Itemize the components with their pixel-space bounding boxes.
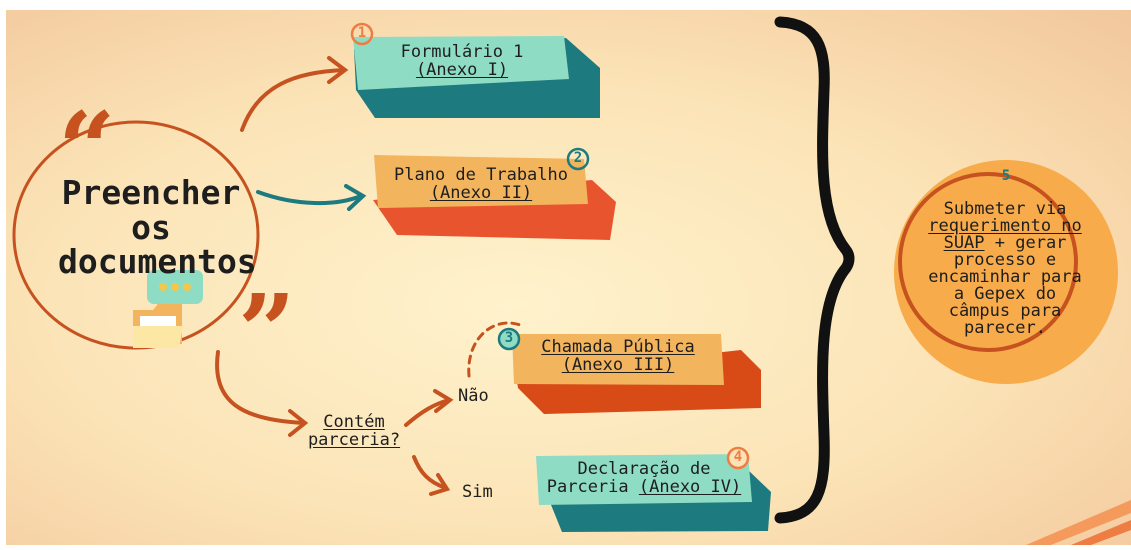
step3-label-line-2: (Anexo III): [561, 354, 675, 375]
main-title-line-1: Preencher: [61, 173, 241, 212]
arrow-to-step1: [240, 68, 346, 132]
step1-label-line-2: (Anexo I): [415, 59, 509, 80]
step1-label: Formulário 1 (Anexo I): [358, 42, 566, 80]
step1-box: [353, 36, 600, 118]
answer-no: Não: [458, 386, 489, 406]
arrow-to-step2: [256, 190, 363, 206]
step4-label: Declaração de Parceria (Anexo IV): [537, 459, 751, 497]
step3-label-line-1: Chamada Pública: [541, 337, 695, 357]
step5-line-3-suffix: + gerar: [984, 233, 1067, 253]
quote-open-mark: “: [58, 90, 116, 208]
step4-label-line-2-link: (Anexo IV): [638, 476, 742, 497]
step3-number: 3: [504, 330, 514, 346]
step5-text: Submeter via requerimento no SUAP + gera…: [920, 201, 1090, 337]
corner-stripes: [1026, 500, 1131, 545]
step3-box: [512, 334, 761, 414]
answer-yes: Sim: [462, 482, 493, 502]
folder-rating-icon: [133, 270, 203, 348]
step3-number-badge: [497, 327, 521, 351]
main-title-line-2: os: [131, 207, 171, 247]
step2-number-badge: [566, 147, 590, 171]
step4-number-badge: [726, 446, 750, 470]
dashed-arc-to-step3: [467, 321, 522, 378]
step5-rest-line-2: encaminhar para: [928, 267, 1082, 287]
step5-number: 5: [1001, 168, 1011, 184]
main-title: Preencher os documentos: [58, 173, 257, 282]
step5-rest-line-1: processo e: [953, 250, 1057, 270]
question-line-1: Contém: [323, 412, 385, 432]
curly-brace: [774, 16, 855, 524]
diagram-graphics: “ ”: [12, 16, 1131, 545]
step2-label-line-2: (Anexo II): [429, 182, 533, 203]
main-title-line-3: documentos: [58, 242, 257, 282]
step2-label: Plano de Trabalho (Anexo II): [377, 165, 585, 203]
step2-label-line-1: Plano de Trabalho: [394, 165, 568, 185]
step4-number: 4: [733, 449, 743, 465]
step1-number-badge: [350, 22, 374, 46]
step5-link-line-1: requerimento no: [928, 216, 1082, 236]
step1-number: 1: [357, 25, 367, 41]
step4-label-line-2-prefix: Parceria: [546, 476, 639, 497]
step2-box: [373, 155, 616, 240]
arrow-to-question: [215, 350, 306, 425]
arrow-to-nao: [404, 398, 451, 427]
step5-line-1: Submeter via: [943, 199, 1067, 219]
step4-label-line-2: Parceria (Anexo IV): [537, 476, 751, 497]
question-line-2: parceria?: [307, 429, 401, 450]
step4-label-line-1: Declaração de: [577, 459, 711, 479]
step5-rest-line-4: câmpus para: [948, 301, 1062, 321]
step5-rest-line-3: a Gepex do: [953, 284, 1057, 304]
step4-box: [536, 454, 771, 532]
step3-label: Chamada Pública (Anexo III): [514, 337, 722, 375]
step5-circle: [894, 160, 1118, 384]
step1-label-line-1: Formulário 1: [400, 42, 524, 62]
quote-close-mark: ”: [238, 272, 296, 390]
step5-link-line-2: SUAP: [943, 233, 985, 253]
step2-number: 2: [573, 150, 583, 166]
question-label: Contém parceria?: [304, 412, 404, 450]
arrow-to-sim: [412, 455, 448, 490]
step5-line-3: SUAP + gerar: [920, 235, 1090, 252]
step5-rest-line-5: parecer.: [964, 318, 1046, 338]
diagram-canvas: “ ” Preencher os documentos 1 Formulário…: [6, 10, 1131, 545]
